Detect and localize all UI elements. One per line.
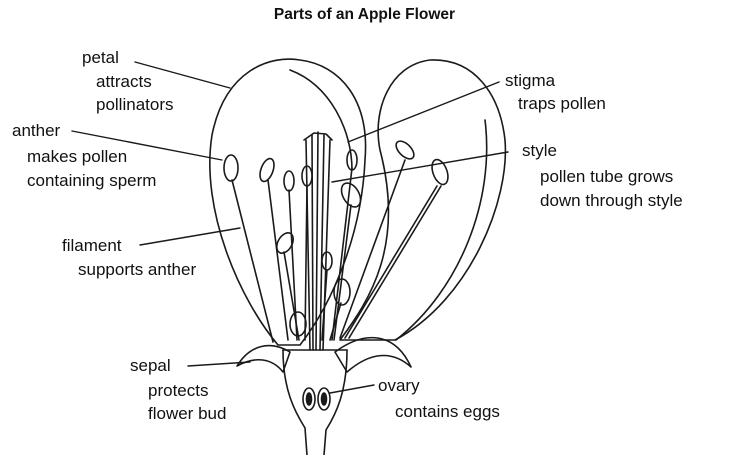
- style-desc-line1: pollen tube grows: [540, 166, 673, 188]
- ovary-label: ovary: [378, 375, 420, 397]
- left-petal-vein: [290, 70, 352, 170]
- stamen-group: [224, 138, 451, 342]
- filament-label: filament: [62, 235, 122, 257]
- ovary-left-ovule-core: [307, 393, 312, 405]
- petal-desc-line1: attracts: [96, 71, 152, 93]
- left-sepal-shape: [237, 346, 290, 372]
- sepal-desc-line1: protects: [148, 380, 208, 402]
- stigma-leader: [348, 82, 499, 142]
- ovary-right-ovule-core: [322, 393, 327, 405]
- sepal-label: sepal: [130, 355, 171, 377]
- petal-desc-line2: pollinators: [96, 94, 174, 116]
- stigma-label: stigma: [505, 70, 555, 92]
- style-leader: [332, 152, 508, 182]
- sepal-desc-line2: flower bud: [148, 403, 226, 425]
- anther-desc-line2: containing sperm: [27, 170, 156, 192]
- stigma-desc-line1: traps pollen: [518, 93, 606, 115]
- petal-label: petal: [82, 47, 119, 69]
- filament-desc-line1: supports anther: [78, 259, 196, 281]
- anther-label: anther: [12, 120, 60, 142]
- anther-desc-line1: makes pollen: [27, 146, 127, 168]
- ovary-desc-line1: contains eggs: [395, 401, 500, 423]
- ovary-leader: [330, 385, 374, 393]
- style-desc-line2: down through style: [540, 190, 683, 212]
- left-petal-shape: [210, 59, 366, 345]
- filament-leader: [140, 228, 240, 245]
- style-label: style: [522, 140, 557, 162]
